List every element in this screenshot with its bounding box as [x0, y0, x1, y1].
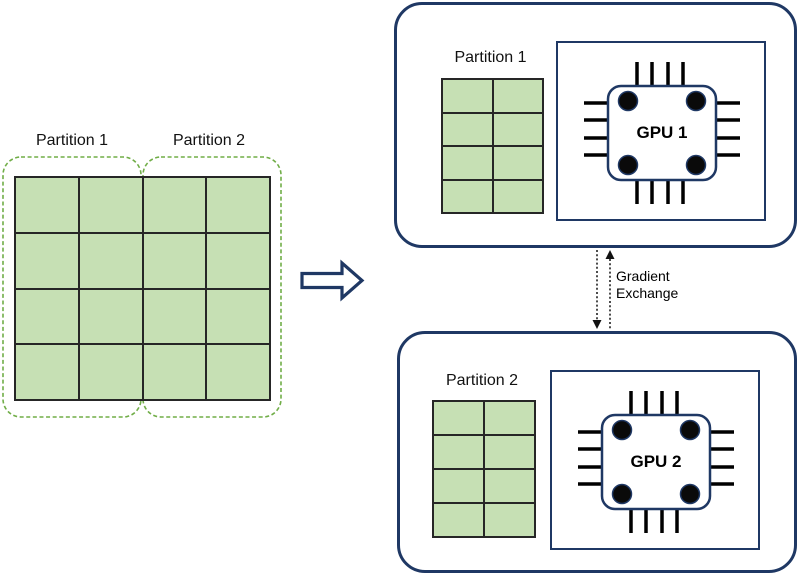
- grid-cell: [443, 147, 492, 179]
- grid-cell: [207, 345, 269, 399]
- gpu2-partition-label: Partition 2: [445, 372, 519, 389]
- grid-cell: [79, 345, 142, 399]
- grid-cell: [485, 470, 534, 502]
- grid-cell: [16, 178, 78, 232]
- gpu1-label: GPU 1: [636, 123, 688, 142]
- grid-cell: [434, 402, 483, 434]
- gpu2-box: GPU 2: [550, 370, 760, 550]
- gpu1-partition-grid: [441, 78, 544, 214]
- grid-cell: [16, 345, 78, 399]
- gpu1-partition-label: Partition 1: [454, 49, 527, 66]
- exchange-arrows-icon: [592, 250, 615, 329]
- gpu1-node-container: Partition 1: [394, 2, 797, 248]
- grid-cell: [16, 289, 78, 344]
- full-data-grid: [14, 176, 271, 401]
- grid-cell: [485, 436, 534, 468]
- gpu1-box: GPU 1: [556, 41, 766, 221]
- gpu2-partition-grid: [432, 400, 536, 538]
- gradient-exchange-label: Gradient Exchange: [616, 268, 678, 302]
- grid-cell: [493, 180, 542, 212]
- grid-cell: [16, 233, 78, 288]
- grid-cell: [207, 289, 269, 344]
- grid-cell: [493, 147, 542, 179]
- grid-cell: [485, 504, 534, 536]
- grid-cell: [434, 436, 483, 468]
- grid-cell: [143, 345, 206, 399]
- gpu-chip-icon: [578, 391, 734, 533]
- grid-cell: [493, 113, 542, 145]
- grid-cell: [207, 178, 269, 232]
- block-arrow-icon: [300, 259, 365, 302]
- grid-cell: [207, 233, 269, 288]
- gpu2-node-container: Partition 2: [397, 331, 797, 573]
- grid-cell: [485, 402, 534, 434]
- grid-cell: [443, 113, 492, 145]
- grid-cell: [434, 470, 483, 502]
- gradient-exchange-line1: Gradient: [616, 268, 670, 284]
- grid-cell: [79, 289, 142, 344]
- gradient-exchange-line2: Exchange: [616, 285, 679, 301]
- partition1-dashed-outline: [2, 156, 142, 418]
- gpu2-label: GPU 2: [630, 452, 682, 471]
- grid-cell: [443, 180, 492, 212]
- grid-cell: [443, 80, 492, 112]
- gpu-chip-icon: [584, 62, 740, 204]
- grid-cell: [143, 178, 206, 232]
- grid-cell: [79, 233, 142, 288]
- grid-cell: [79, 178, 142, 232]
- grid-cell: [143, 233, 206, 288]
- left-partition1-label: Partition 1: [35, 132, 109, 149]
- grid-cell: [434, 504, 483, 536]
- grid-cell: [493, 80, 542, 112]
- left-partition2-label: Partition 2: [172, 132, 246, 149]
- grid-cell: [143, 289, 206, 344]
